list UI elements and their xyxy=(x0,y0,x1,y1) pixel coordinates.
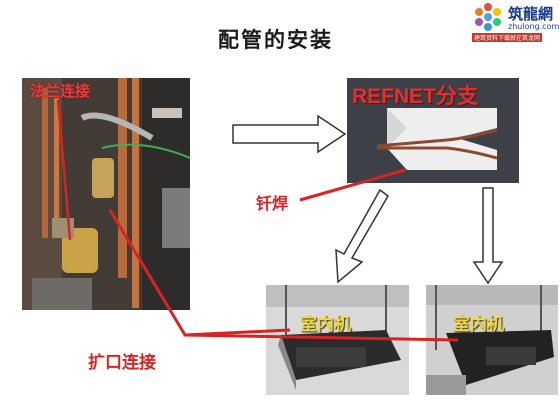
logo-url-text: zhulong.com xyxy=(508,22,560,31)
indoor-unit-photo-1 xyxy=(266,285,409,395)
hollow-arrow-down-left-icon xyxy=(335,188,389,284)
logo-brand-text: 筑龍網 xyxy=(508,5,554,23)
brazing-label: 钎焊 xyxy=(256,194,289,213)
hollow-arrow-right-icon xyxy=(232,114,347,154)
flange-connection-label: 法兰连接 xyxy=(30,82,91,100)
indoor-unit-label-2: 室内机 xyxy=(453,315,504,335)
indoor-unit-label-1: 室内机 xyxy=(300,315,351,335)
slide-title: 配管的安装 xyxy=(218,27,333,52)
logo-tagline: 建筑资料下载就在筑龙网 xyxy=(472,33,543,42)
indoor-unit-photo-2 xyxy=(426,285,558,395)
hollow-arrow-down-icon xyxy=(472,187,504,285)
zhulong-logo: 筑龍網 zhulong.com 建筑资料下载就在筑龙网 xyxy=(470,2,560,42)
refnet-branch-label: REFNET分支 xyxy=(352,85,478,108)
flare-connection-label: 扩口连接 xyxy=(88,353,156,373)
snowflake-logo-icon xyxy=(475,3,501,31)
refnet-branch-photo xyxy=(347,78,519,183)
pipe-installation-photo xyxy=(22,78,190,310)
